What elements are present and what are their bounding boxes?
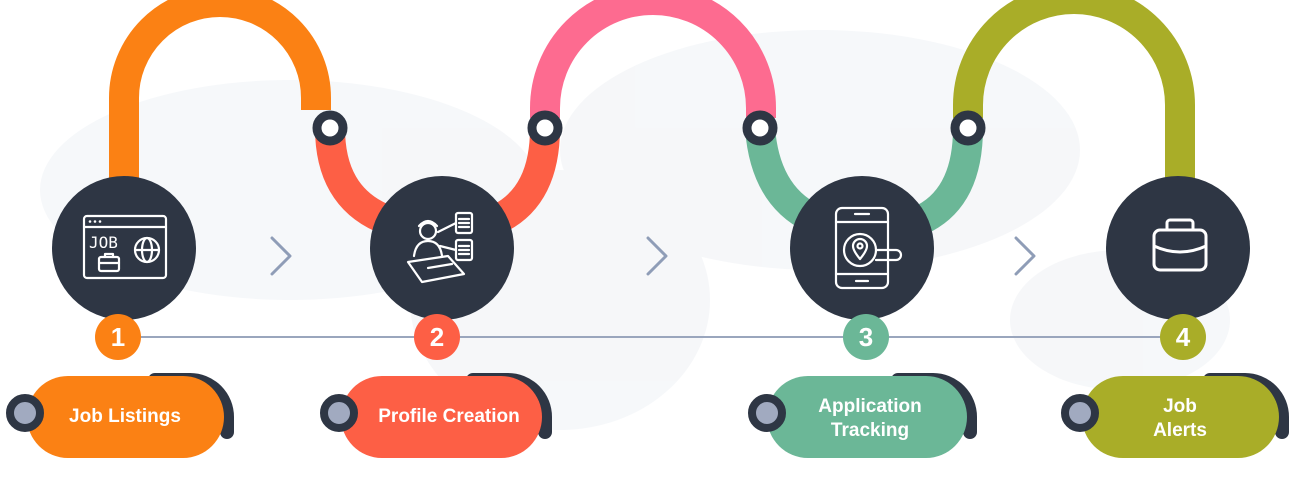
step-4-circle <box>1106 176 1250 320</box>
chevron-right-icon <box>1014 236 1036 276</box>
pin-icon <box>6 394 44 432</box>
node <box>312 110 348 146</box>
node <box>742 110 778 146</box>
chevron-right-icon <box>646 236 668 276</box>
step-1-badge <box>95 314 141 360</box>
arc-4-up <box>953 0 1195 190</box>
mobile-tracking-icon <box>834 206 903 290</box>
arc-2-up <box>530 0 776 118</box>
number-badges <box>95 314 1206 360</box>
step-1-circle <box>52 176 196 320</box>
job-web-icon <box>82 214 168 280</box>
pin-icon <box>748 394 786 432</box>
step-3-label: Application Tracking <box>818 396 922 441</box>
node <box>950 110 986 146</box>
chevron-right-icon <box>270 236 292 276</box>
background-map <box>40 30 1230 430</box>
step-3-number: 3 <box>859 322 873 352</box>
arc-1-up <box>109 0 331 178</box>
step-1-label: Job Listings <box>69 406 181 427</box>
step-4-label: Job Alerts <box>1153 396 1207 441</box>
step-2-label: Profile Creation <box>378 406 520 427</box>
pin-icon <box>320 394 358 432</box>
step-3-badge <box>843 314 889 360</box>
label-pill-1 <box>6 373 234 458</box>
step-2-number: 2 <box>430 322 444 352</box>
step-2-badge <box>414 314 460 360</box>
job-icon-text: JOB <box>89 233 118 252</box>
step-4-number: 4 <box>1176 322 1191 352</box>
chevrons <box>270 236 1036 276</box>
briefcase-icon <box>1152 218 1208 272</box>
node <box>527 110 563 146</box>
step-1-number: 1 <box>111 322 125 352</box>
arc-nodes <box>312 110 986 146</box>
step-4-badge <box>1160 314 1206 360</box>
profile-creation-icon <box>406 211 474 284</box>
pin-icon <box>1061 394 1099 432</box>
label-pill-2 <box>320 373 552 458</box>
step-2-circle <box>370 176 514 320</box>
label-pill-4 <box>1061 373 1289 458</box>
label-pill-3 <box>748 373 977 458</box>
